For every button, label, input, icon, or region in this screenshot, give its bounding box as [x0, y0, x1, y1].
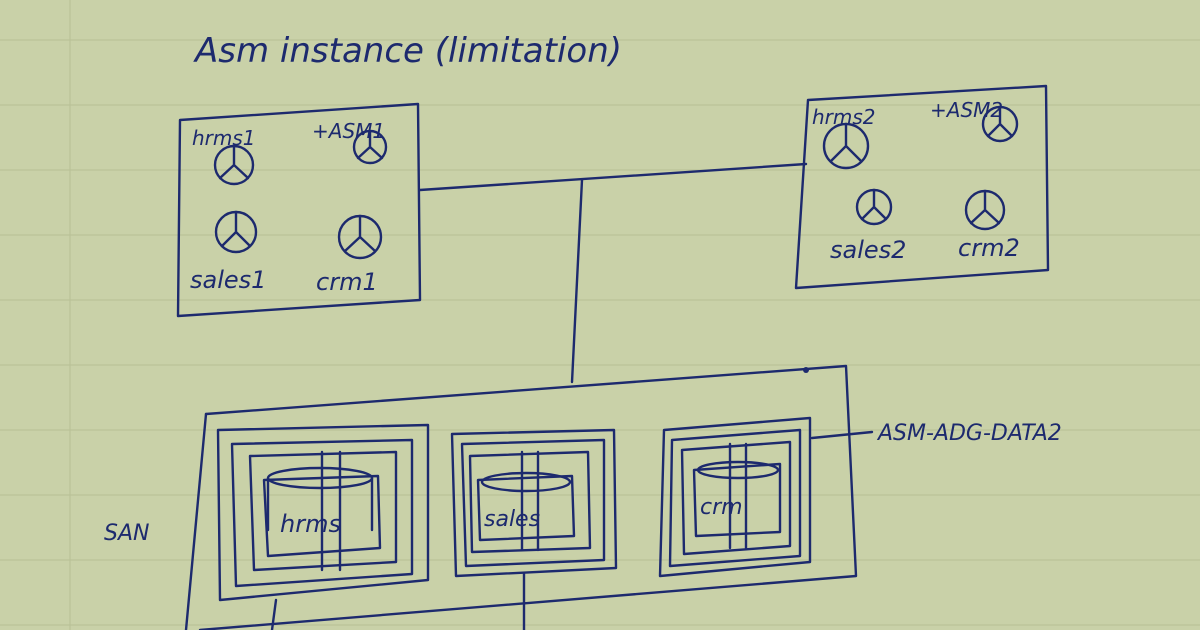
right-hrms-process-icon [822, 122, 870, 170]
left-sales-process-icon [214, 210, 258, 254]
hrms-disk: hrms [216, 423, 430, 602]
left-asm-process-icon [352, 129, 388, 165]
diskgroup-label: ASM-ADG-DATA2 [876, 421, 1062, 446]
page-title: Asm instance (limitation) [193, 31, 622, 71]
crm-disk: crm [658, 416, 812, 578]
right-sales-process-icon [855, 188, 893, 226]
right-asm-process-icon [981, 105, 1019, 143]
left-hrms-process-icon [213, 144, 255, 186]
left-crm-label: crm1 [316, 268, 378, 296]
right-db-label: hrms2 [812, 105, 876, 129]
sales-disk-label: sales [484, 507, 540, 532]
san-storage: ASM-ADG-DATA2 hrms sales [184, 364, 1062, 630]
right-sales-label: sales2 [830, 236, 906, 264]
left-sales-label: sales1 [190, 266, 266, 294]
left-node: hrms1 +ASM1 sales1 crm1 [176, 102, 422, 318]
right-node: hrms2 +ASM2 sales2 crm2 [794, 84, 1050, 290]
sales-disk: sales [450, 428, 618, 578]
san-label: SAN [104, 521, 149, 546]
crm-disk-label: crm [700, 495, 743, 520]
interconnect [418, 162, 808, 384]
left-db-label: hrms1 [192, 126, 256, 150]
right-crm-label: crm2 [958, 234, 1020, 262]
right-crm-process-icon [964, 189, 1006, 231]
hrms-disk-label: hrms [280, 510, 341, 538]
left-crm-process-icon [337, 214, 383, 260]
